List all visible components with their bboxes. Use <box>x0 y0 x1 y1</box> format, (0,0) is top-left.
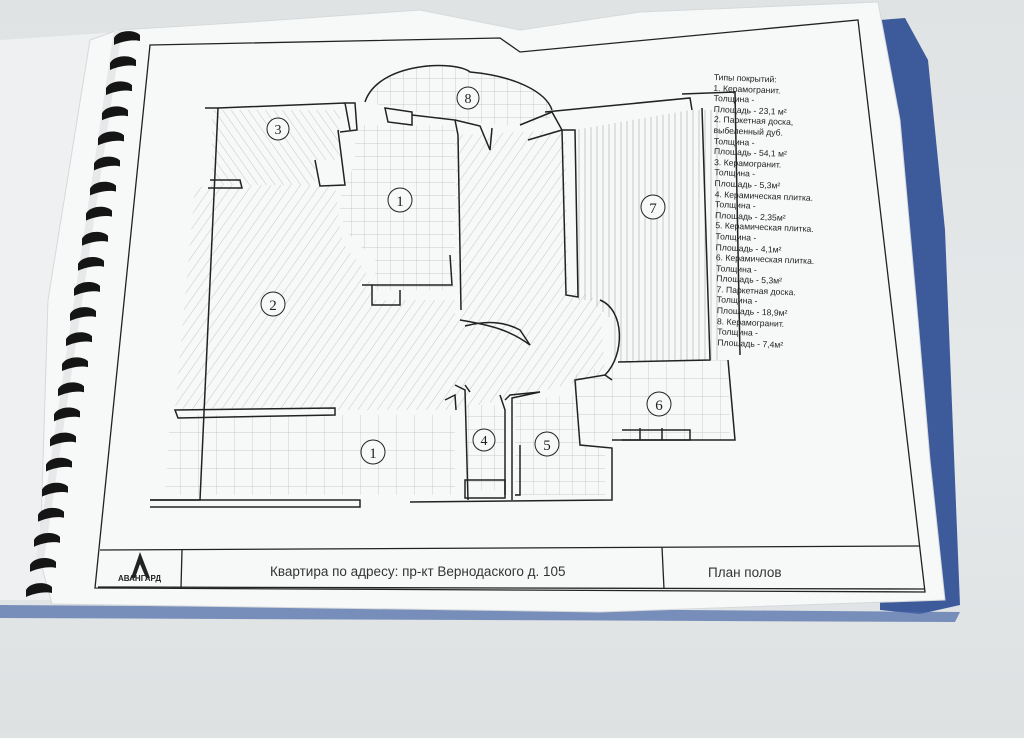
binding-ring <box>42 482 68 497</box>
room-number-8: 8 <box>465 92 472 107</box>
room-label-1-bottom: 1 <box>360 439 386 465</box>
room-number-6: 6 <box>655 398 663 414</box>
room-2-floor <box>175 185 605 410</box>
binding-ring <box>58 382 84 397</box>
room-5-floor <box>515 395 605 495</box>
blue-folder-edge <box>0 605 960 622</box>
floor-plan: 8 3 1 7 2 1 4 <box>150 64 741 508</box>
room-label-7: 7 <box>640 194 666 220</box>
room-number-5: 5 <box>543 438 551 454</box>
binding-ring <box>94 156 120 171</box>
room-label-3: 3 <box>266 117 290 141</box>
room-label-8: 8 <box>456 86 480 110</box>
binding-ring <box>38 507 64 522</box>
room-number-1-top: 1 <box>396 194 404 210</box>
room-number-4: 4 <box>481 434 488 449</box>
room-label-5: 5 <box>534 431 560 457</box>
binding-ring <box>106 81 132 96</box>
room-number-2: 2 <box>269 298 277 314</box>
company-logo-icon <box>131 552 150 578</box>
binding-ring <box>30 558 56 572</box>
drawing-frame <box>94 19 926 593</box>
room-number-3: 3 <box>275 123 282 138</box>
binding-ring <box>98 131 124 146</box>
room-7-floor <box>575 110 720 362</box>
binding-ring <box>46 457 72 472</box>
binding-ring <box>102 106 128 121</box>
room-label-1-top: 1 <box>387 187 413 213</box>
room-label-6: 6 <box>646 391 672 417</box>
legend-lines: 1. Керамогранит.Толщина -Площадь - 23,1 … <box>703 83 913 355</box>
binding-ring <box>54 407 80 422</box>
binding-ring <box>90 181 116 196</box>
room-1-bottom-floor <box>165 415 455 495</box>
room-label-4: 4 <box>472 428 496 452</box>
document-address: Квартира по адресу: пр-кт Вернодаского д… <box>270 564 566 579</box>
binding-ring <box>110 56 136 71</box>
binding-ring <box>26 583 52 597</box>
binding-ring <box>86 206 112 221</box>
binding-ring <box>66 332 92 347</box>
binding-ring <box>78 256 104 271</box>
room-label-2: 2 <box>260 291 286 317</box>
flooring-legend: Типы покрытий: 1. Керамогранит.Толщина -… <box>703 72 913 355</box>
room-3-floor <box>212 110 340 185</box>
room-number-7: 7 <box>649 201 657 217</box>
walls <box>150 64 741 508</box>
binding-ring <box>82 231 108 246</box>
room-labels: 8 3 1 7 2 1 4 <box>260 86 672 465</box>
binding-ring <box>70 307 96 321</box>
binding-ring <box>34 532 60 547</box>
company-name: АВАНГАРД <box>118 574 162 583</box>
binding-ring <box>114 31 140 45</box>
sheet-title: План полов <box>708 565 782 580</box>
binding-ring <box>50 432 76 447</box>
binding-ring <box>62 357 88 372</box>
room-number-1-bottom: 1 <box>369 446 377 462</box>
title-block <box>97 545 925 590</box>
binding-ring <box>74 282 100 296</box>
spiral-binding <box>26 31 140 597</box>
